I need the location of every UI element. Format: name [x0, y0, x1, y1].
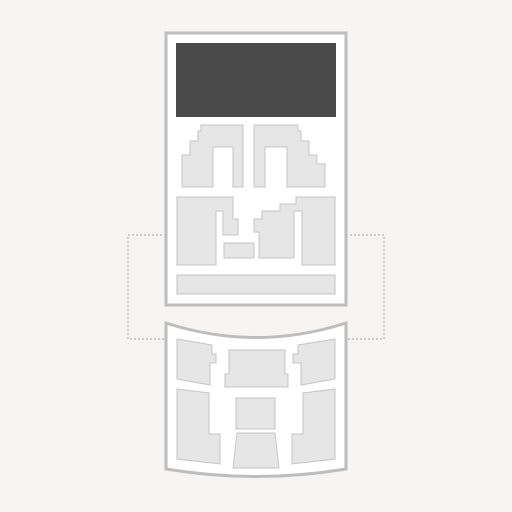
upper-level [164, 31, 348, 307]
middle-right-block[interactable] [253, 196, 336, 266]
rear-left-section[interactable] [176, 388, 221, 465]
front-center-section[interactable] [224, 349, 289, 388]
middle-left-block[interactable] [176, 196, 239, 266]
right-connector [346, 234, 385, 340]
stage-block [176, 43, 336, 117]
rear-right-section[interactable] [291, 388, 336, 465]
bottom-strip[interactable] [176, 274, 336, 295]
lower-level [164, 320, 348, 478]
front-left-section[interactable] [176, 338, 217, 386]
rear-center-top-section[interactable] [235, 397, 276, 430]
center-small-block[interactable] [223, 242, 255, 259]
rear-center-bottom-section[interactable] [232, 432, 280, 469]
left-connector [127, 234, 166, 340]
upper-left-tier[interactable] [181, 124, 244, 188]
front-right-section[interactable] [292, 338, 336, 386]
upper-right-tier[interactable] [253, 124, 326, 188]
